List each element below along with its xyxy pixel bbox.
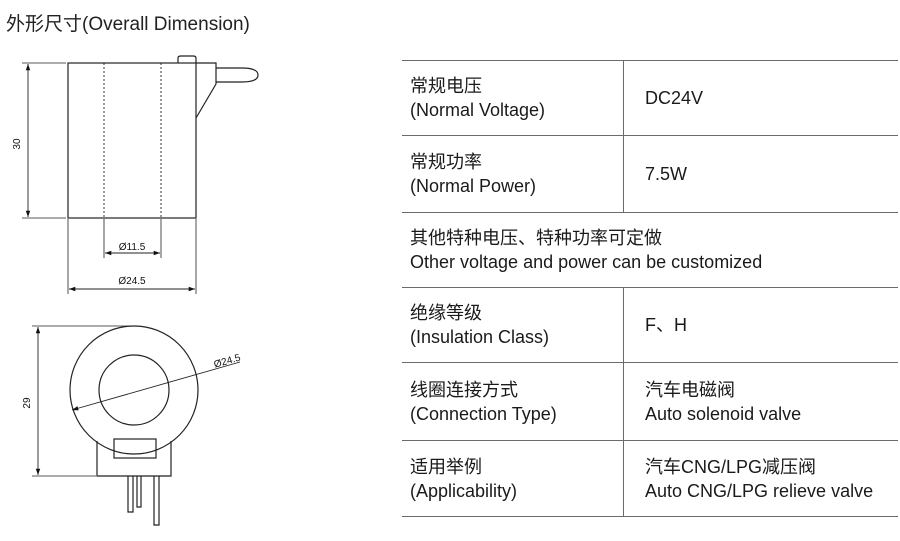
spec-row-connection: 线圈连接方式 (Connection Type) 汽车电磁阀 Auto sole… xyxy=(402,362,898,441)
spec-table: 常规电压 (Normal Voltage) DC24V 常规功率 (Normal… xyxy=(402,60,898,517)
spec-row-custom-note: 其他特种电压、特种功率可定做 Other voltage and power c… xyxy=(402,212,898,288)
label-en: (Connection Type) xyxy=(410,403,557,424)
label-cn: 适用举例 xyxy=(410,456,482,477)
height-dim-side: 30 xyxy=(12,138,23,150)
value-en: Auto solenoid valve xyxy=(645,403,802,424)
spec-value: 汽车电磁阀 Auto solenoid valve xyxy=(623,362,898,441)
label-cn: 常规电压 xyxy=(410,76,482,96)
label-en: (Normal Power) xyxy=(410,176,537,196)
value-cn: 汽车电磁阀 xyxy=(645,379,735,400)
label-cn: 线圈连接方式 xyxy=(410,379,518,400)
section-title: 外形尺寸(Overall Dimension) xyxy=(6,14,250,35)
custom-note: 其他特种电压、特种功率可定做 Other voltage and power c… xyxy=(402,213,898,288)
side-view-drawing xyxy=(22,55,259,294)
spec-row-insulation: 绝缘等级 (Insulation Class) F、H xyxy=(402,287,898,363)
label-en: (Normal Voltage) xyxy=(410,100,546,120)
note-en: Other voltage and power can be customize… xyxy=(410,252,763,272)
label-en: (Insulation Class) xyxy=(410,327,550,347)
front-view-drawing xyxy=(32,325,241,526)
spec-label: 适用举例 (Applicability) xyxy=(402,441,624,517)
spec-row-applicability: 适用举例 (Applicability) 汽车CNG/LPG减压阀 Auto C… xyxy=(402,440,898,517)
spec-value: F、H xyxy=(623,287,898,363)
spec-row-power: 常规功率 (Normal Power) 7.5W xyxy=(402,135,898,213)
spec-value: DC24V xyxy=(623,60,898,136)
spec-value: 7.5W xyxy=(623,135,898,213)
spec-label: 常规电压 (Normal Voltage) xyxy=(402,61,624,136)
inner-diameter-dim: Ø11.5 xyxy=(119,242,146,253)
outer-diameter-dim-side: Ø24.5 xyxy=(118,276,146,287)
label-cn: 绝缘等级 xyxy=(410,303,482,323)
label-en: (Applicability) xyxy=(410,480,518,501)
spec-value: 汽车CNG/LPG减压阀 Auto CNG/LPG relieve valve xyxy=(623,440,898,517)
outer-diameter-dim-front: Ø24.5 xyxy=(213,352,243,370)
label-cn: 常规功率 xyxy=(410,152,482,172)
value-cn: 汽车CNG/LPG减压阀 xyxy=(645,456,817,477)
spec-row-voltage: 常规电压 (Normal Voltage) DC24V xyxy=(402,60,898,136)
spec-label: 常规功率 (Normal Power) xyxy=(402,136,624,213)
note-cn: 其他特种电压、特种功率可定做 xyxy=(410,228,662,248)
height-dim-front: 29 xyxy=(22,397,33,409)
spec-label: 绝缘等级 (Insulation Class) xyxy=(402,288,624,363)
value-en: Auto CNG/LPG relieve valve xyxy=(645,480,874,501)
spec-label: 线圈连接方式 (Connection Type) xyxy=(402,363,624,441)
